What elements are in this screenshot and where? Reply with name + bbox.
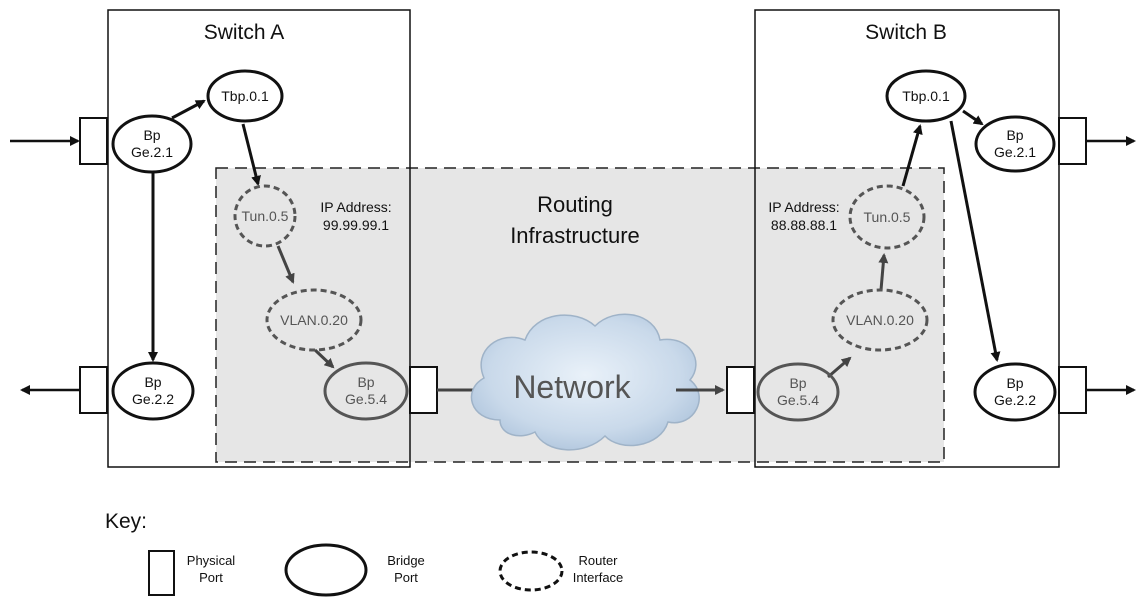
switch-b-bp-ge21-label-1: Bp — [1006, 127, 1023, 143]
key-bridge-port-label-2: Port — [394, 570, 418, 585]
switch-a-physical-port-net — [409, 366, 438, 414]
switch-b-vlan-node — [831, 288, 929, 352]
key-bridge-port-label-1: Bridge — [387, 553, 425, 568]
switch-a-bp-net-label-1: Bp — [357, 374, 374, 390]
switch-a-tbp-label: Tbp.0.1 — [221, 88, 269, 104]
switch-b-title: Switch B — [865, 21, 947, 44]
key-router-interface-label-2: Interface — [573, 570, 624, 585]
switch-b-bp-net-label-2: Ge.5.4 — [777, 392, 819, 408]
switch-a-tun-node — [233, 184, 297, 248]
switch-b-ip-label: IP Address: — [768, 199, 839, 215]
switch-b-tun-label: Tun.0.5 — [864, 209, 911, 225]
key-physical-port-label-2: Port — [199, 570, 223, 585]
switch-b-tun-node — [848, 184, 926, 250]
key-bridge-port-symbol — [284, 543, 368, 597]
switch-a-vlan-label: VLAN.0.20 — [280, 312, 348, 328]
switch-b-tbp-label: Tbp.0.1 — [902, 88, 950, 104]
switch-b-ip-value: 88.88.88.1 — [771, 217, 837, 233]
switch-b-bp-ge21-label-2: Ge.2.1 — [994, 144, 1036, 160]
switch-a-bp-ge22-node — [111, 361, 195, 421]
key-physical-port-symbol — [148, 550, 175, 596]
key-physical-port-label-1: Physical — [187, 553, 236, 568]
switch-b-bp-ge22-label-2: Ge.2.2 — [994, 392, 1036, 408]
switch-a-bp-net-node — [323, 361, 409, 421]
switch-a-physical-port-in — [79, 117, 108, 165]
arrow-bp-net-to-vlan-b — [827, 356, 852, 379]
switch-a-box — [107, 9, 411, 468]
switch-b-box — [754, 9, 1060, 468]
arrow-tbp-to-bp-ge21-b — [962, 109, 984, 126]
switch-b-tbp-node — [885, 69, 967, 123]
routing-label-line2: Infrastructure — [510, 223, 640, 248]
switch-a-bp-ge22-label-1: Bp — [144, 374, 161, 390]
switch-a-bp-ge21-label-1: Bp — [143, 127, 160, 143]
arrow-vlan-to-bp-net-a — [313, 348, 335, 369]
arrow-tbp-to-tun-a — [241, 123, 261, 186]
switch-b-bp-net-node — [756, 362, 840, 422]
arrow-tun-to-vlan-a — [276, 245, 295, 284]
routing-label-line1: Routing — [537, 192, 613, 217]
switch-b-bp-ge21-node — [974, 115, 1056, 173]
switch-a-vlan-node — [265, 288, 363, 352]
switch-a-ip-label: IP Address: — [320, 199, 391, 215]
arrow-tbp-to-bp-ge22-b — [949, 120, 1001, 362]
switch-b-bp-net-label-1: Bp — [789, 375, 806, 391]
switch-a-bp-ge21-label-2: Ge.2.1 — [131, 144, 173, 160]
key-router-interface-symbol — [498, 550, 564, 592]
switch-a-physical-port-out — [79, 366, 108, 414]
switch-b-physical-port-out2 — [1058, 366, 1087, 414]
switch-b-bp-ge22-node — [973, 362, 1057, 422]
switch-b-physical-port-out1 — [1058, 117, 1087, 165]
switch-b-bp-ge22-label-1: Bp — [1006, 375, 1023, 391]
switch-a-bp-ge21-node — [111, 114, 193, 174]
switch-a-title: Switch A — [204, 21, 285, 44]
key-router-interface-label-1: Router — [578, 553, 618, 568]
network-label: Network — [513, 369, 631, 405]
key-title: Key: — [105, 510, 147, 533]
switch-a-tun-label: Tun.0.5 — [242, 208, 289, 224]
switch-a-bp-net-label-2: Ge.5.4 — [345, 391, 387, 407]
arrow-tun-to-tbp-b — [901, 124, 923, 187]
arrow-vlan-to-tun-b — [878, 253, 889, 291]
switch-a-bp-ge22-label-2: Ge.2.2 — [132, 391, 174, 407]
switch-b-physical-port-net — [726, 366, 755, 414]
switch-b-vlan-label: VLAN.0.20 — [846, 312, 914, 328]
network-cloud — [470, 313, 700, 451]
arrow-bp-ge21-to-tbp — [171, 99, 206, 120]
switch-a-tbp-node — [206, 69, 284, 123]
switch-a-ip-value: 99.99.99.1 — [323, 217, 389, 233]
